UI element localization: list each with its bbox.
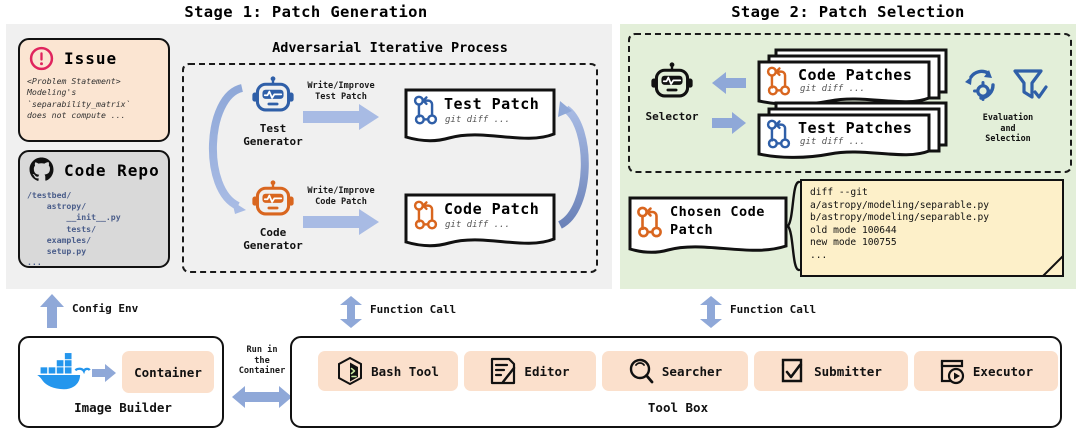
- tool-chip-editor[interactable]: Editor: [464, 351, 596, 391]
- tool-chip-submitter[interactable]: Submitter: [754, 351, 908, 391]
- config-env-label: Config Env: [72, 302, 139, 315]
- selector-in-arrow: [712, 72, 746, 94]
- function-call-label-2: Function Call: [730, 303, 817, 316]
- code-patch-sub: git diff ...: [445, 220, 511, 230]
- stage1-title: Stage 1: Patch Generation: [184, 3, 428, 21]
- code-patches-title: Code Patches: [798, 66, 913, 84]
- docker-icon: [36, 353, 91, 394]
- git-branch-icon-orange-code: [413, 200, 438, 230]
- code-generator-icon: [251, 180, 295, 224]
- image-builder-card: Container Image Builder: [18, 336, 224, 428]
- executor-icon: [939, 357, 965, 385]
- issue-card-title: Issue: [64, 49, 118, 68]
- gear-refresh-icon: [962, 66, 1002, 104]
- diff-note: diff --git a/astropy/modeling/separable.…: [800, 179, 1064, 277]
- bash-hex-icon: [337, 356, 363, 386]
- test-patches-title: Test Patches: [798, 119, 913, 137]
- diff-note-text: diff --git a/astropy/modeling/separable.…: [810, 187, 990, 261]
- exclamation-circle-icon: [29, 46, 54, 71]
- submit-check-icon: [780, 357, 806, 385]
- code-repo-tree: /testbed/ astropy/ __init__.py tests/ ex…: [27, 190, 121, 268]
- test-generator-icon: [251, 76, 295, 120]
- toolbox-card: Bash Tool Editor Searcher: [290, 336, 1062, 428]
- docker-to-container-arrow: [92, 364, 116, 382]
- test-patches-sub: git diff ...: [800, 137, 866, 147]
- code-generator-label: Code Generator: [213, 226, 333, 252]
- image-builder-label: Image Builder: [74, 400, 172, 415]
- selector-label: Selector: [645, 110, 699, 123]
- code-patches-stack: Code Patches git diff ...: [756, 48, 952, 110]
- selector-out-arrow: [712, 112, 746, 134]
- selector-icon: [650, 62, 694, 106]
- tool-chip-label-bash-tool: Bash Tool: [371, 363, 439, 379]
- toolbox-label: Tool Box: [647, 400, 709, 415]
- test-patch-sheet: Test Patch git diff ...: [404, 88, 556, 143]
- issue-card: Issue <Problem Statement> Modeling's `se…: [18, 38, 170, 142]
- brace-connector: [786, 180, 802, 272]
- write-test-patch-label: Write/Improve Test Patch: [307, 81, 375, 102]
- adversarial-process-label: Adversarial Iterative Process: [272, 40, 508, 56]
- run-in-container-label: Run in the Container: [238, 345, 286, 376]
- run-in-container-arrow: [232, 385, 292, 409]
- chosen-code-patch-sheet: Chosen Code Patch: [628, 196, 788, 254]
- container-chip[interactable]: Container: [122, 351, 214, 393]
- git-branch-icon-blue-test: [413, 95, 438, 125]
- test-generator-label-line1: Test: [259, 122, 287, 135]
- tool-chip-label-executor: Executor: [972, 363, 1034, 379]
- code-patch-title: Code Patch: [444, 200, 540, 218]
- code-generator-label-line2: Generator: [243, 239, 303, 252]
- loop-arrow-down: [196, 78, 256, 218]
- test-generator-label: Test Generator: [213, 122, 333, 148]
- test-patches-stack: Test Patches git diff ...: [756, 101, 952, 163]
- config-env-arrow: [40, 294, 64, 328]
- search-icon: [628, 357, 654, 385]
- code-patch-sheet: Code Patch git diff ...: [404, 193, 556, 248]
- chosen-code-patch-line2: Patch: [670, 222, 714, 238]
- test-patch-title: Test Patch: [444, 95, 540, 113]
- function-call-arrow-2: [700, 296, 722, 328]
- chosen-code-patch-line1: Chosen Code: [670, 204, 765, 220]
- tool-chip-label-submitter: Submitter: [814, 363, 882, 379]
- tool-chip-executor[interactable]: Executor: [914, 351, 1058, 391]
- evaluation-label: Evaluation and Selection: [982, 112, 1034, 144]
- git-branch-icon-orange-patches: [766, 66, 791, 96]
- adversarial-process-region: [182, 63, 598, 273]
- function-call-arrow-1: [340, 296, 362, 328]
- stage2-selection-region: [628, 33, 1072, 173]
- tool-chip-bash-tool[interactable]: Bash Tool: [318, 351, 458, 391]
- github-icon: [29, 157, 54, 182]
- git-branch-icon-blue-patches: [766, 119, 791, 149]
- tool-chip-label-editor: Editor: [524, 363, 570, 379]
- tool-chip-label-searcher: Searcher: [661, 363, 723, 379]
- function-call-label-1: Function Call: [370, 303, 457, 316]
- code-patches-sub: git diff ...: [800, 84, 866, 94]
- code-repo-card: Code Repo /testbed/ astropy/ __init__.py…: [18, 150, 170, 268]
- tool-chip-searcher[interactable]: Searcher: [602, 351, 748, 391]
- container-chip-label: Container: [134, 364, 202, 380]
- test-patch-sub: git diff ...: [445, 115, 511, 125]
- write-test-patch-arrow: [303, 104, 379, 130]
- editor-icon: [490, 357, 516, 385]
- stage2-title: Stage 2: Patch Selection: [731, 3, 965, 21]
- loop-arrow-up: [552, 85, 596, 235]
- code-generator-label-line1: Code: [259, 226, 287, 239]
- filter-check-icon: [1012, 66, 1048, 104]
- write-code-patch-label: Write/Improve Code Patch: [307, 186, 375, 207]
- write-code-patch-arrow: [303, 209, 379, 235]
- code-repo-card-title: Code Repo: [64, 161, 160, 180]
- test-generator-label-line2: Generator: [243, 135, 303, 148]
- git-branch-icon-orange-chosen: [636, 206, 663, 238]
- issue-card-body: <Problem Statement> Modeling's `separabi…: [27, 76, 131, 121]
